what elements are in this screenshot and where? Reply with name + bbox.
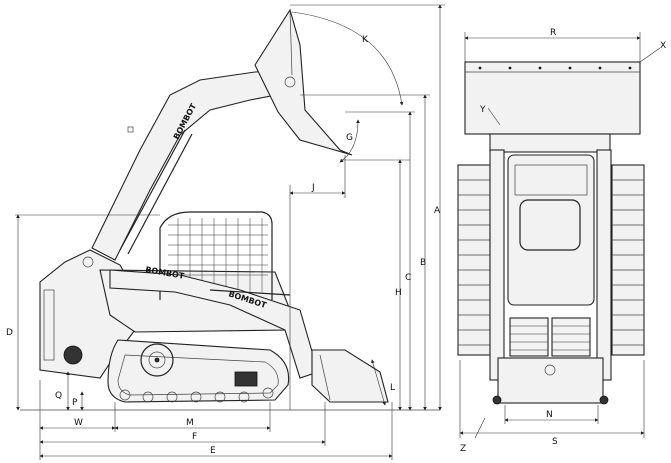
lift-cylinder-raised [119,129,186,251]
dim-label-b: B [420,258,426,268]
square-marker [127,126,134,133]
rear-panel [43,289,55,361]
dim-label-w: W [74,418,83,428]
dim-label-x: X [660,41,666,51]
tilt-cylinder-lowered [209,289,291,296]
front-track-left [457,164,491,356]
front-window [519,199,581,251]
bucket-bolts [478,66,632,70]
dim-label-z: Z [460,444,466,454]
loader-arm-lowered [109,269,319,379]
bucket-raised [254,8,353,156]
dim-label-f: F [192,432,197,442]
dim-label-n: N [546,410,553,420]
front-arm-right [596,149,612,381]
bucket-lowered [311,349,389,403]
front-view: R X Y N S Z [457,28,666,454]
dim-label-y: Y [479,105,486,115]
operator-cage [159,211,273,300]
front-seat-area [514,164,588,196]
front-bucket [464,61,641,135]
dim-label-p: P [72,398,78,408]
front-crossbar [489,133,611,153]
track-treads [458,179,644,346]
road-wheels [119,387,274,403]
dim-label-d: D [6,328,13,338]
front-arm-left [489,149,505,381]
dim-label-j: J [311,183,315,193]
dim-label-c: C [405,273,411,283]
dim-label-l: L [390,383,395,393]
front-track-right [611,164,645,356]
drive-sprocket [140,343,174,377]
dim-label-a: A [434,206,441,216]
front-cab [507,154,595,306]
dim-label-m: M [186,418,194,428]
dim-label-g: G [346,133,353,143]
dim-label-e: E [210,446,216,456]
bucket-pivot-raised [284,76,296,88]
dim-label-k: K [362,35,369,45]
front-lower-body [497,357,604,404]
front-hitch [544,364,556,376]
dim-label-h: H [395,288,402,298]
rear-pivot [82,256,94,268]
track [107,339,290,403]
dim-label-r: R [550,28,556,38]
rear-light [63,345,83,365]
dim-label-q: Q [55,391,62,401]
side-view: BOMBOT BOMBOT BOMBOT [6,4,445,460]
dim-label-s: S [552,437,558,447]
track-guard [234,371,258,387]
front-grille [509,317,591,357]
cage-mesh [168,218,268,292]
